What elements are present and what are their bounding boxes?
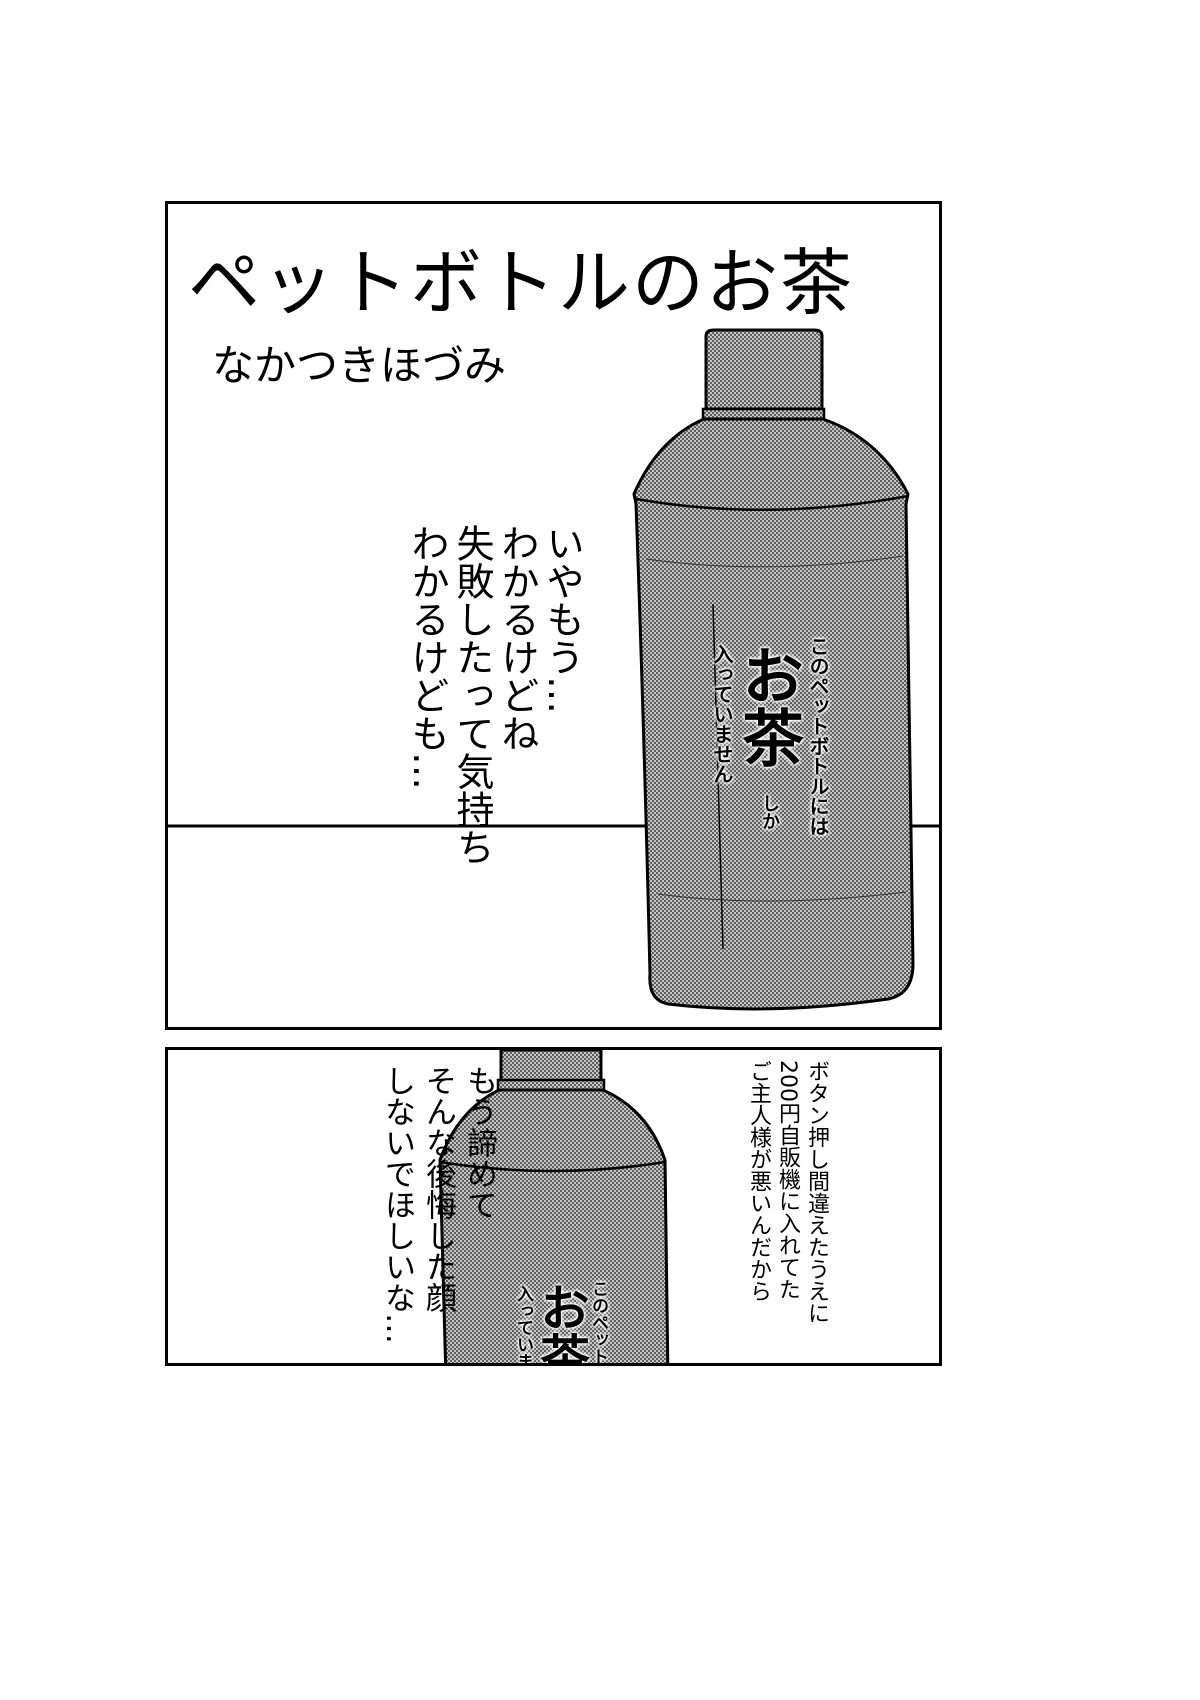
bottle-body	[632, 417, 915, 1011]
speech-text-1: いやもう… わかるけどね 失敗したって気持ち わかるけども…	[404, 524, 584, 866]
speech-line: 失敗したって気持ち	[450, 524, 494, 866]
comic-title: ペットボトルのお茶	[188, 241, 855, 325]
bottle-label-only: しか	[759, 794, 780, 830]
speech-line: いやもう…	[540, 524, 584, 714]
speech-line: ボタン押し間違えたうえに	[804, 1060, 829, 1324]
bottle-label-line1: このペット	[588, 1280, 608, 1365]
bottle-label-tea: お茶	[532, 1282, 590, 1366]
speech-line: そんな後悔した顔	[420, 1065, 456, 1313]
bottle-illustration	[168, 328, 939, 1011]
bottle-cap	[704, 328, 824, 411]
speech-line: 200円自販機に入れてた	[775, 1060, 800, 1300]
comic-panel-2: このペット お茶 入っていま もう諦めて そんな後悔した顔 しないでほしいな… …	[165, 1047, 942, 1366]
comic-panel-1: ペットボトルのお茶 なかつきほづみ このペットボトルには お茶 しか 入っていま…	[165, 201, 942, 1030]
bottle-body	[438, 1088, 670, 1363]
speech-line: ご主人様が悪いんだから	[746, 1060, 771, 1302]
speech-line: わかるけども…	[405, 524, 449, 790]
speech-text-right: ボタン押し間違えたうえに 200円自販機に入れてた ご主人様が悪いんだから	[744, 1060, 831, 1324]
speech-line: しないでほしいな…	[379, 1065, 415, 1344]
speech-line: わかるけどね	[495, 524, 539, 752]
author-name: なかつきほづみ	[212, 341, 507, 390]
speech-text-left: もう諦めて そんな後悔した顔 しないでほしいな…	[376, 1065, 499, 1344]
bottle-label-line1: このペットボトルには	[806, 636, 830, 836]
speech-line: もう諦めて	[461, 1065, 497, 1220]
bottle-closeup-illustration	[438, 1050, 670, 1363]
bottle-label-line2: 入っていません	[710, 644, 734, 784]
bottle-label-line2: 入っていま	[513, 1285, 533, 1366]
bottle-label-tea: お茶	[731, 644, 804, 768]
